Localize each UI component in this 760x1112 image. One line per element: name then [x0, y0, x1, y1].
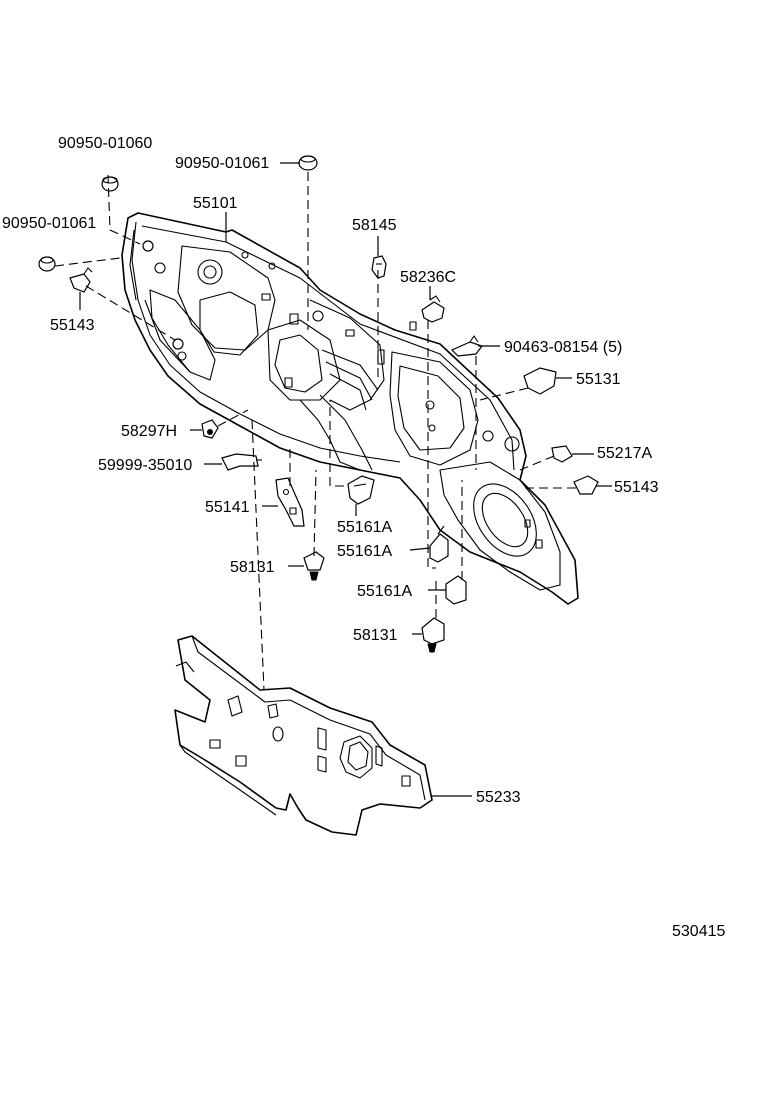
assembly-lines: [54, 172, 576, 691]
part-label-55217a: 55217A: [597, 445, 652, 462]
part-label-55141: 55141: [205, 499, 250, 516]
fastener-drawings: [38, 155, 599, 653]
part-label-90463-08154: 90463-08154 (5): [504, 339, 622, 356]
part-label-55143-left: 55143: [50, 317, 95, 334]
part-label-90950-01061-left: 90950-01061: [2, 215, 96, 232]
part-label-55161a-lower: 55161A: [357, 583, 412, 600]
part-label-58131-upper: 58131: [230, 559, 275, 576]
part-label-55161a-upper: 55161A: [337, 519, 392, 536]
part-label-55131: 55131: [576, 371, 621, 388]
figure-code: 530415: [672, 923, 725, 940]
part-label-55101: 55101: [193, 195, 238, 212]
part-label-58131-lower: 58131: [353, 627, 398, 644]
callout-leaders: [79, 162, 612, 797]
part-label-58236c: 58236C: [400, 269, 456, 286]
part-label-55161a-middle: 55161A: [337, 543, 392, 560]
part-label-58145: 58145: [352, 217, 397, 234]
part-label-55233: 55233: [476, 789, 521, 806]
part-label-90950-01061-top: 90950-01061: [175, 155, 269, 172]
dash-panel-drawing: [121, 212, 579, 605]
part-label-90950-01060: 90950-01060: [58, 135, 152, 152]
part-label-59999-35010: 59999-35010: [98, 457, 192, 474]
part-label-58297h: 58297H: [121, 423, 177, 440]
part-labels: 90950-01060 90950-01061 90950-01061 5510…: [2, 135, 725, 940]
insulator-drawing: [174, 635, 433, 836]
part-label-55143-right: 55143: [614, 479, 659, 496]
